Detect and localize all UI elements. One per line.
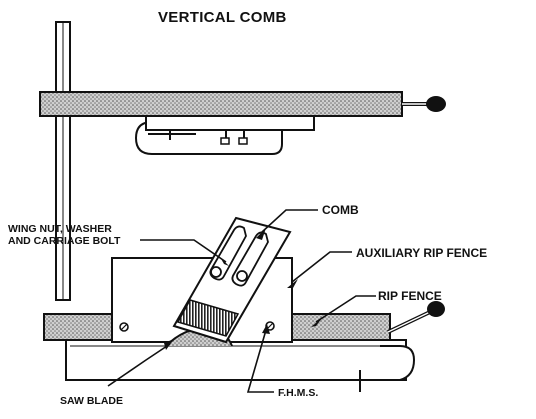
arrowhead-icon <box>287 279 298 288</box>
arrowhead-icon <box>164 339 174 350</box>
label-wing-nut-line2: AND CARRIAGE BOLT <box>8 235 121 247</box>
diagram-title: VERTICAL COMB <box>158 9 287 26</box>
lever-knob-icon <box>427 301 445 317</box>
leader-arrowheads <box>164 228 322 350</box>
side-view-table <box>65 339 416 392</box>
top-view-vertical-board <box>55 21 71 301</box>
label-comb: COMB <box>322 203 359 217</box>
top-view-fence-clamp <box>134 115 315 155</box>
fence-knob-icon <box>426 96 446 112</box>
label-wing-nut-line1: WING NUT, WASHER <box>8 223 112 235</box>
top-view-fence-handle <box>402 96 446 112</box>
arrowhead-icon <box>262 324 270 334</box>
label-rip-fence: RIP FENCE <box>378 289 442 303</box>
arrowhead-icon <box>256 228 266 240</box>
label-auxiliary-rip-fence: AUXILIARY RIP FENCE <box>356 246 487 260</box>
fhms-screws <box>119 321 275 332</box>
comb <box>172 216 292 344</box>
arrowhead-icon <box>311 318 322 327</box>
leader-lines <box>107 209 376 393</box>
label-fhms: F.H.M.S. <box>278 387 318 399</box>
label-saw-blade: SAW BLADE <box>60 395 123 407</box>
arrowhead-icon <box>220 257 229 266</box>
side-view-fence-handle <box>387 301 445 334</box>
top-view-rip-fence <box>39 91 403 117</box>
